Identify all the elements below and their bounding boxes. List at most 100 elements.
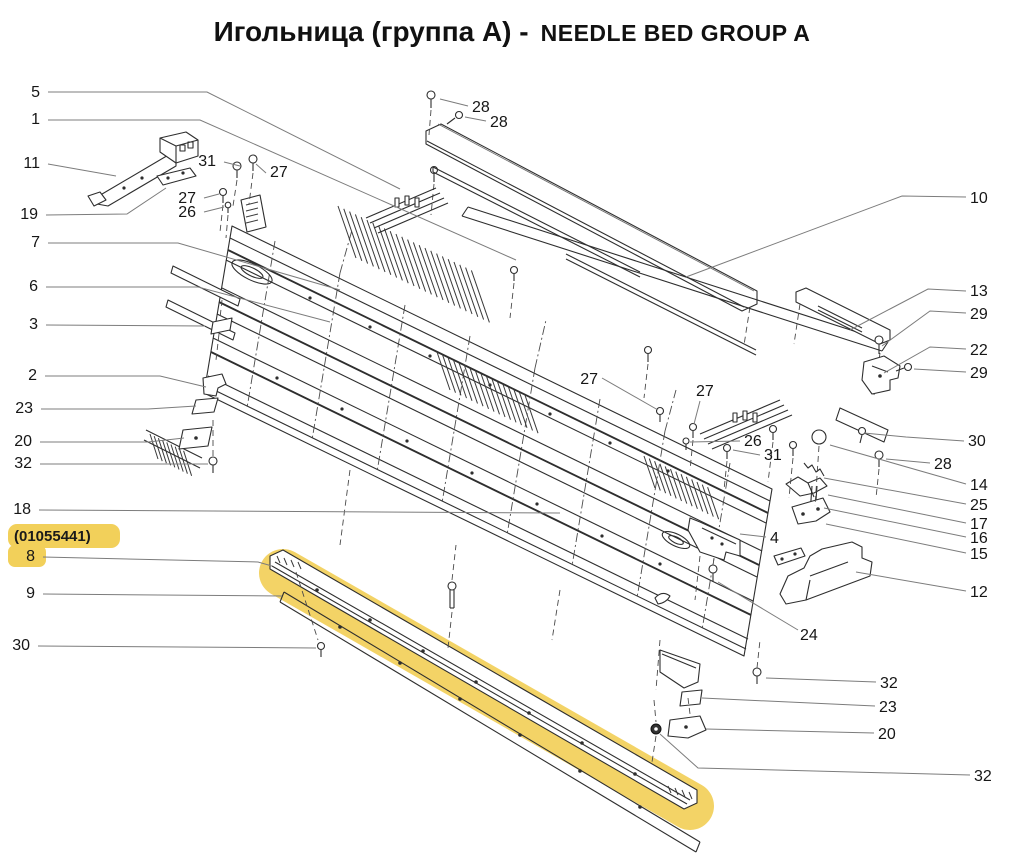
part-number-callout: 2	[28, 367, 37, 384]
screw-30-bottom-left	[295, 571, 326, 657]
plate-19	[156, 167, 197, 186]
part-number-callout: 32	[14, 455, 32, 472]
leader-line	[42, 593, 283, 597]
leader-line	[705, 728, 875, 734]
part-number-callout: 26	[178, 204, 196, 221]
leader-line	[46, 286, 331, 323]
leader-line	[823, 507, 967, 538]
leader-line	[48, 242, 341, 291]
part-number-callout: 15	[970, 546, 988, 563]
leader-line	[825, 523, 967, 554]
leader-line	[823, 477, 967, 505]
leader-line	[827, 494, 967, 524]
title-russian: Игольница (группа А) -	[213, 16, 529, 47]
part-number-callout: 17	[970, 516, 988, 533]
needle-set-top	[365, 187, 449, 234]
part-number-callout: 5	[31, 84, 40, 101]
spring-25	[803, 462, 825, 477]
part-number-callout: 11	[23, 155, 40, 172]
part-number-callout: 16	[970, 530, 988, 547]
leader-line	[601, 377, 659, 411]
part-number-callout: 32	[974, 768, 992, 785]
leader-line	[689, 440, 741, 443]
part-number-callout: 31	[764, 447, 782, 464]
part-number-callout: 29	[970, 306, 988, 323]
leader-line	[48, 91, 401, 190]
part-number-callout: 27	[178, 190, 196, 207]
screw-28-side	[446, 110, 464, 125]
leader-line	[41, 405, 197, 410]
part-number-callout: 30	[968, 433, 986, 450]
part-number-callout: 7	[31, 234, 40, 251]
leader-line	[37, 645, 317, 649]
leader-line	[913, 368, 967, 373]
part-code-text: (01055441)	[14, 528, 91, 545]
leader-line	[203, 193, 220, 199]
part-number-callout: 31	[198, 153, 216, 170]
highlighted-part-code: (01055441)	[8, 524, 120, 567]
leader-line	[732, 449, 761, 456]
leader-line	[42, 556, 273, 567]
part-number-callout: 8	[26, 548, 35, 565]
part-number-callout: 3	[29, 316, 38, 333]
part-number-callout: 19	[20, 206, 38, 223]
part-number-callout: 22	[970, 342, 988, 359]
part-number-callout: 24	[800, 627, 818, 644]
part-number-callout: 28	[934, 456, 952, 473]
leader-line	[40, 437, 185, 443]
title-english: NEEDLE BED GROUP A	[540, 20, 811, 46]
part-number-callout: 26	[744, 433, 762, 450]
leader-line	[849, 288, 967, 331]
beam-under-strip	[432, 166, 757, 356]
leader-line	[48, 119, 517, 261]
rail-8-highlighted	[269, 549, 698, 810]
part-number-callout: 23	[879, 699, 897, 716]
nut-32-bottom	[650, 699, 662, 763]
part-number-callout: 27	[696, 383, 714, 400]
part-number-callout: 20	[14, 433, 32, 450]
leader-line	[685, 195, 967, 278]
part-number-callout: 9	[26, 585, 35, 602]
plate-23-left	[191, 397, 219, 415]
tension-mechanism-cluster	[767, 407, 889, 525]
leader-line	[701, 697, 876, 707]
part-number-callout: 20	[878, 726, 896, 743]
bracket-15	[791, 497, 831, 525]
leader-line	[863, 432, 965, 442]
bed-screw-dots	[275, 296, 670, 566]
bracket-4	[687, 517, 741, 567]
part-number-callout: 12	[970, 584, 988, 601]
bracket-12	[779, 541, 873, 605]
part-number-callout: 13	[970, 283, 988, 300]
leader-line	[717, 581, 799, 631]
part-number-callout: 1	[31, 111, 40, 128]
leader-line	[881, 310, 967, 347]
needle-bed-main	[203, 205, 773, 657]
cap-ball-14	[811, 429, 827, 445]
leader-line	[765, 677, 877, 683]
part-number-callout: 18	[13, 501, 31, 518]
screw-28-top	[426, 90, 436, 136]
leader-line	[693, 400, 701, 425]
leader-line	[45, 187, 167, 216]
part-number-callout: 28	[490, 114, 508, 131]
leader-line	[223, 161, 241, 167]
leader-line	[38, 509, 561, 514]
leader-line	[45, 375, 207, 388]
part-number-callout: 27	[270, 164, 288, 181]
exploded-screw-mid	[447, 544, 457, 649]
leader-line	[883, 346, 967, 374]
beam-mount-screws	[429, 165, 751, 399]
screw-24	[708, 564, 718, 582]
plate-20-left	[178, 426, 213, 450]
leader-line	[255, 163, 267, 174]
plate-7-tip	[170, 265, 241, 307]
leader-line	[855, 571, 967, 592]
rail-9	[279, 591, 701, 853]
screw-32-left	[208, 420, 218, 473]
rail-end-bracket	[654, 592, 701, 691]
leader-line	[829, 444, 967, 485]
leader-line	[885, 458, 931, 464]
